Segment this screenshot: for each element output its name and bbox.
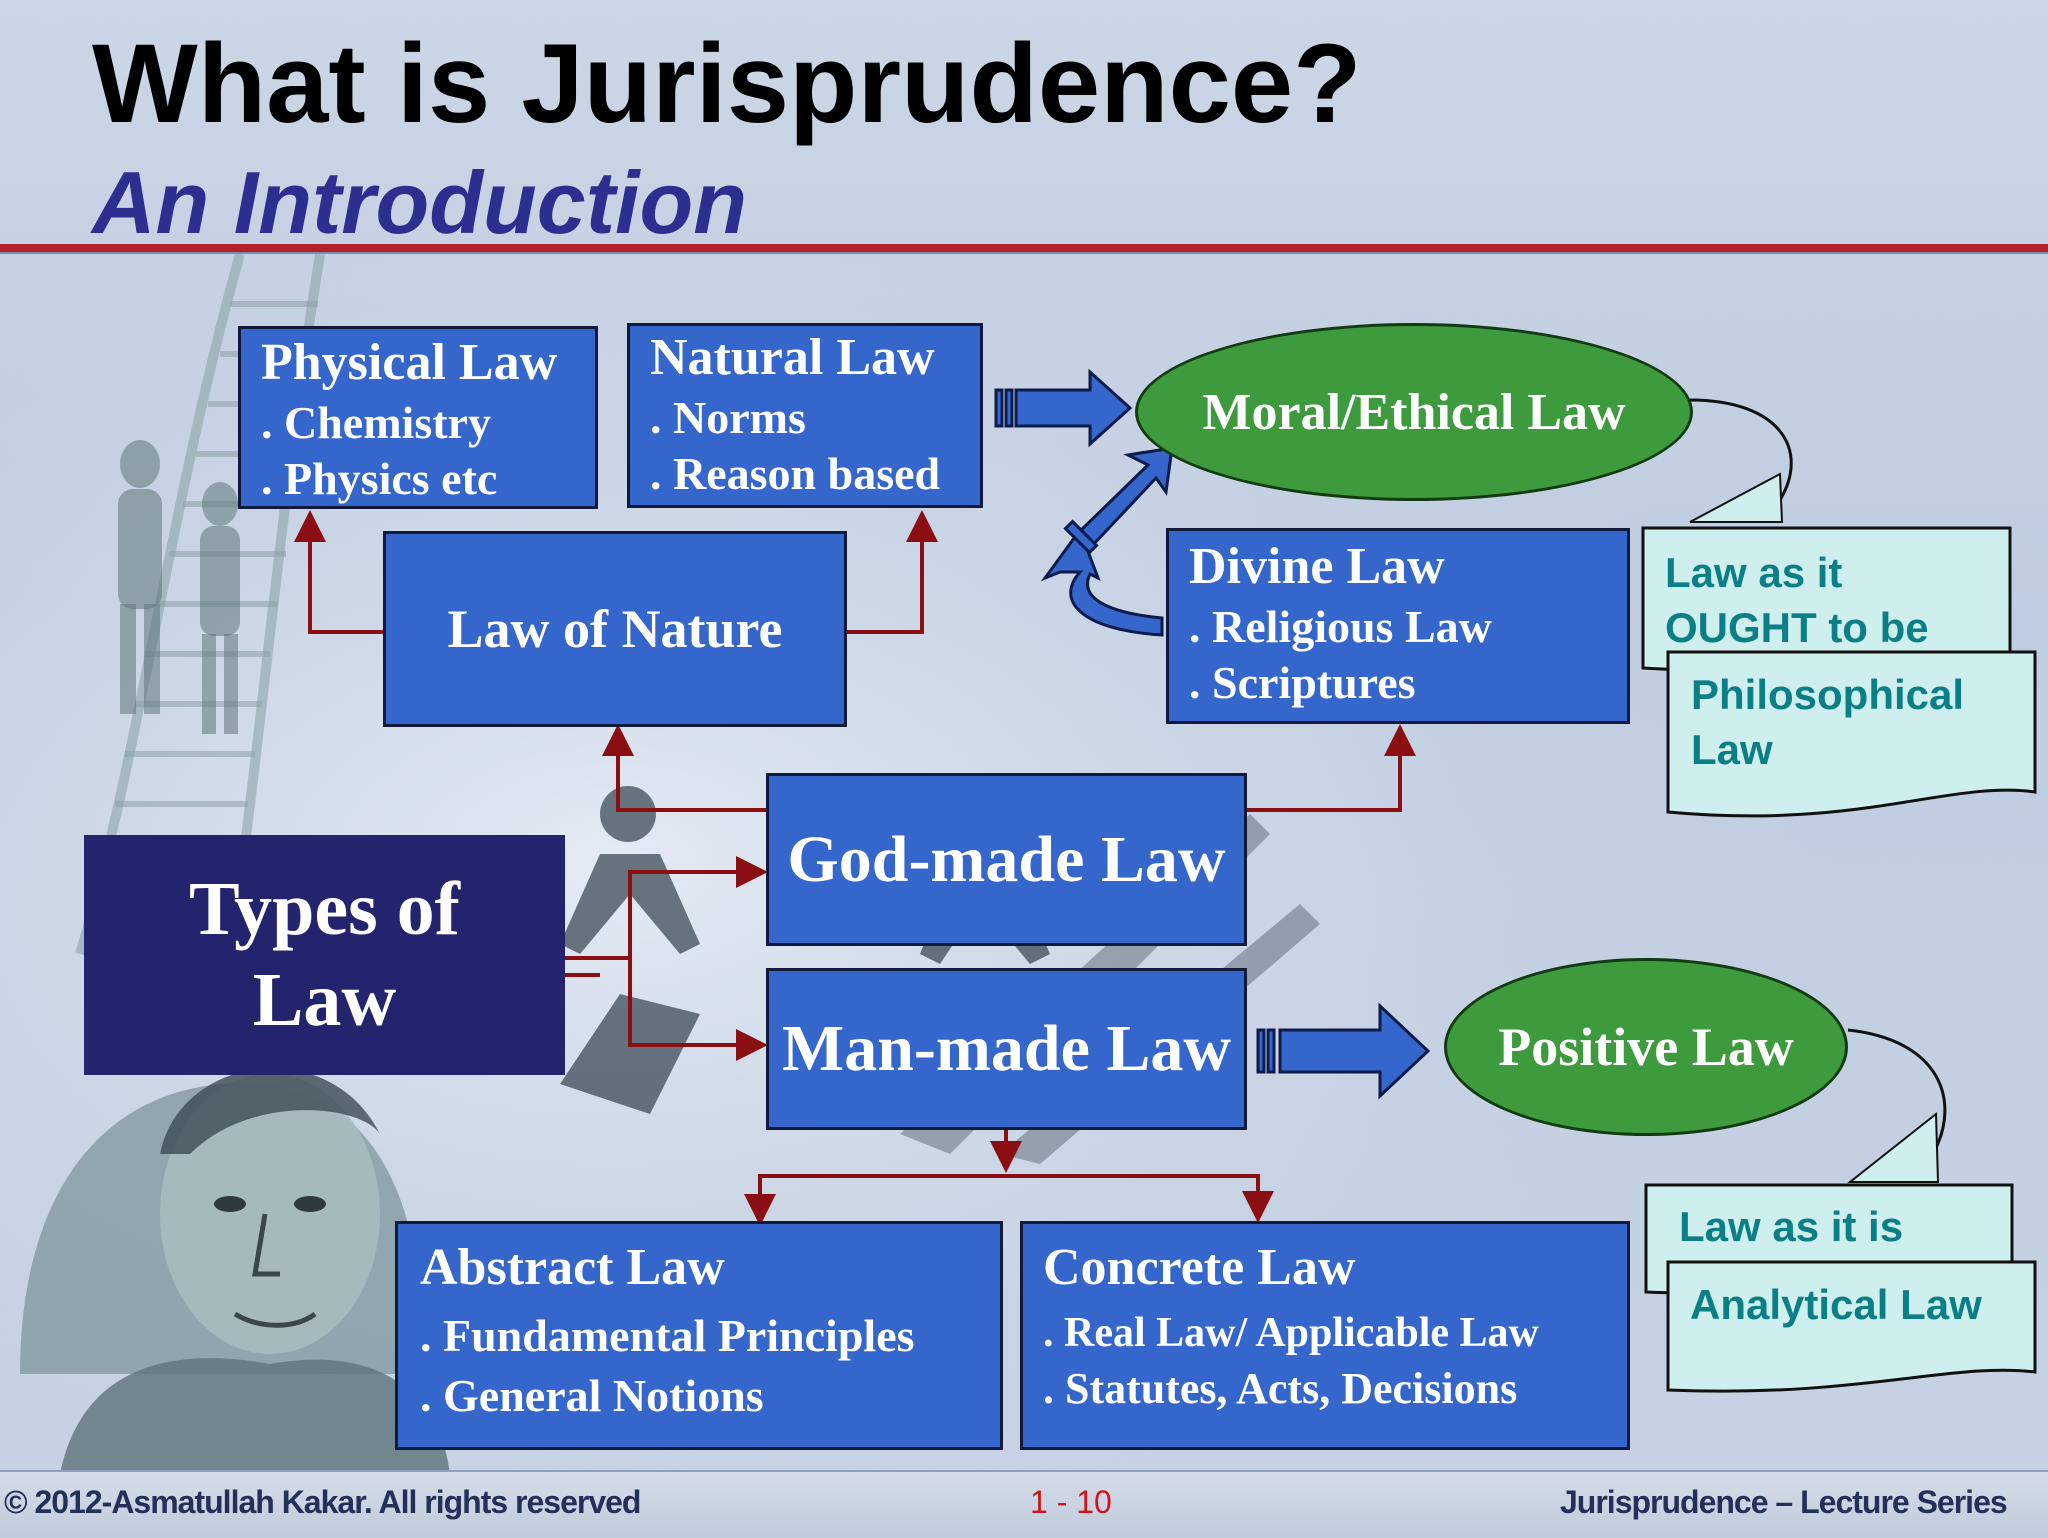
divine-law-title: Divine Law xyxy=(1189,538,1445,595)
divine-law-item: . Religious Law xyxy=(1189,600,1492,652)
abstract-law-item: . General Notions xyxy=(420,1369,764,1421)
abstract-law-box: Abstract Law . Fundamental Principles . … xyxy=(395,1221,1003,1450)
page-subtitle: An Introduction xyxy=(92,153,747,252)
natural-law-item: . Norms xyxy=(650,391,806,443)
moral-ethical-law-ellipse: Moral/Ethical Law xyxy=(1135,323,1693,501)
natural-law-title: Natural Law xyxy=(650,329,935,386)
moral-ethical-law-label: Moral/Ethical Law xyxy=(1202,383,1626,441)
law-of-nature-box: Law of Nature xyxy=(383,531,847,727)
divine-law-item: . Scriptures xyxy=(1189,656,1416,708)
philosophical-note-shape xyxy=(1666,650,2037,818)
concrete-law-item: . Real Law/ Applicable Law xyxy=(1043,1309,1539,1356)
divine-law-box: Divine Law . Religious Law . Scriptures xyxy=(1166,528,1630,724)
connector-god-divine xyxy=(1246,724,1416,812)
philosophical-note-text: Philosophical Law xyxy=(1691,668,1964,777)
physical-law-box: Physical Law . Chemistry . Physics etc xyxy=(238,326,598,509)
law-of-nature-label: Law of Nature xyxy=(447,598,783,659)
connector-types-god xyxy=(628,856,768,958)
block-arrow-man-positive xyxy=(1256,1002,1431,1100)
types-of-law-line: Law xyxy=(252,958,397,1042)
ought-note-tail xyxy=(1689,472,1784,523)
footer-series: Jurisprudence – Lecture Series xyxy=(1560,1484,2008,1520)
connector-abstract-concrete xyxy=(758,1174,1274,1223)
curved-arrow-divine-moral xyxy=(1040,446,1174,637)
physical-law-item: . Chemistry xyxy=(261,396,491,448)
connector-nature-natural xyxy=(845,510,938,634)
positive-law-ellipse: Positive Law xyxy=(1444,958,1848,1136)
portrait-art xyxy=(20,1068,450,1474)
ought-note-line: OUGHT to be xyxy=(1665,603,1929,651)
connector-types-man xyxy=(628,958,768,1061)
types-of-law-box: Types of Law xyxy=(84,835,565,1075)
man-made-law-label: Man-made Law xyxy=(781,1012,1232,1086)
natural-law-item: . Reason based xyxy=(650,447,941,499)
positive-law-label: Positive Law xyxy=(1498,1017,1794,1077)
footer-copyright: © 2012-Asmatullah Kakar. All rights rese… xyxy=(4,1484,641,1520)
connector-god-nature xyxy=(602,724,768,812)
page-title: What is Jurisprudence? xyxy=(92,21,1362,146)
silhouette-figures xyxy=(118,440,240,734)
concrete-law-box: Concrete Law . Real Law/ Applicable Law … xyxy=(1020,1221,1630,1450)
footer-page-number: 1 - 10 xyxy=(1030,1484,1112,1520)
is-note-text: Law as it is xyxy=(1679,1203,1904,1250)
connector-positive-is xyxy=(1847,1028,1947,1151)
footer-bar xyxy=(0,1470,2048,1538)
abstract-law-title: Abstract Law xyxy=(420,1239,725,1296)
philosophical-note-line: Law xyxy=(1691,725,1773,773)
connector-moral-ought xyxy=(1689,398,1793,501)
analytical-note-shape xyxy=(1666,1260,2037,1393)
types-of-law-line: Types of xyxy=(189,866,460,951)
abstract-law-item: . Fundamental Principles xyxy=(420,1309,915,1361)
philosophical-note-line: Philosophical xyxy=(1691,671,1965,718)
concrete-law-title: Concrete Law xyxy=(1043,1239,1356,1296)
god-made-law-label: God-made Law xyxy=(787,822,1226,896)
ought-note-line: Law as it xyxy=(1665,549,1843,596)
is-note-tail xyxy=(1847,1111,1940,1183)
natural-law-box: Natural Law . Norms . Reason based xyxy=(627,323,983,508)
block-arrow-natural-moral xyxy=(994,368,1133,448)
concrete-law-item: . Statutes, Acts, Decisions xyxy=(1043,1364,1518,1414)
physical-law-title: Physical Law xyxy=(261,334,558,391)
title-divider xyxy=(0,244,2048,254)
physical-law-item: . Physics etc xyxy=(261,452,498,504)
man-made-law-box: Man-made Law xyxy=(766,968,1247,1130)
ought-note-text: Law as it OUGHT to be xyxy=(1665,546,1929,655)
god-made-law-box: God-made Law xyxy=(766,773,1247,946)
analytical-note-text: Analytical Law xyxy=(1690,1281,1982,1328)
connector-nature-physical xyxy=(294,510,385,634)
